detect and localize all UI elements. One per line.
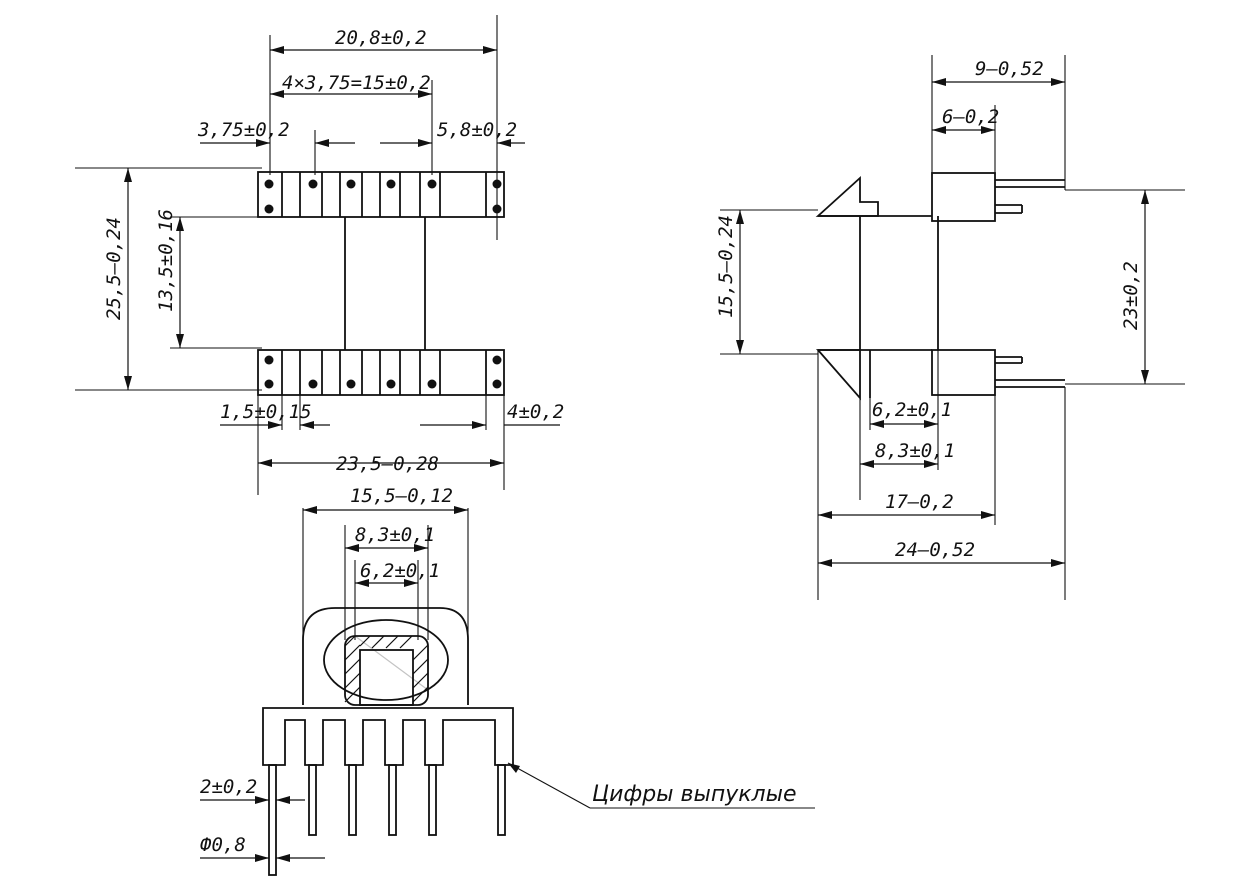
top-view: 20,8±0,2 4×3,75=15±0,2 3,75±0,2 5,8±0,2 … xyxy=(75,15,564,495)
side-view: 9–0,52 6–0,2 15,5–0,24 23±0,2 6,2±0,1 8,… xyxy=(715,55,1185,600)
dim-right-offset: 5,8±0,2 xyxy=(437,119,517,141)
front-pins xyxy=(268,764,506,876)
dim-pin-pitch: 2±0,2 xyxy=(200,776,257,798)
dim-pin-length-total: 9–0,52 xyxy=(975,58,1044,80)
dim-inner-small: 6,2±0,1 xyxy=(872,399,952,421)
pin-dots xyxy=(264,179,502,389)
core-hatching xyxy=(344,635,429,703)
dim-pin-diameter: Ф0,8 xyxy=(200,834,246,856)
dim-core-inner: 6,2±0,1 xyxy=(360,560,440,582)
note-raised-digits: Цифры выпуклые xyxy=(592,782,797,807)
dim-pin-length-short: 6–0,2 xyxy=(942,106,999,128)
dim-overall-depth: 24–0,52 xyxy=(895,539,975,561)
dim-bottom-right-step: 4±0,2 xyxy=(507,401,564,423)
dim-flange-width: 15,5–0,12 xyxy=(350,485,453,507)
dim-height-inner: 13,5±0,16 xyxy=(155,209,177,312)
lower-pin-slots xyxy=(281,350,487,395)
dim-inner-large: 8,3±0,1 xyxy=(875,440,955,462)
dim-body-height: 15,5–0,24 xyxy=(715,215,737,318)
dim-base-length: 23,5–0,28 xyxy=(336,453,439,475)
dim-body-depth: 17–0,2 xyxy=(885,491,954,513)
dim-pin-spacing: 4×3,75=15±0,2 xyxy=(282,72,431,94)
dim-pitch-left: 3,75±0,2 xyxy=(197,119,290,141)
front-view: 15,5–0,12 8,3±0,1 6,2±0,1 2±0,2 Ф0,8 Циф… xyxy=(200,485,815,876)
dim-overall-width: 20,8±0,2 xyxy=(335,27,427,49)
upper-pin-slots xyxy=(281,172,487,217)
dim-bottom-left-step: 1,5±0,15 xyxy=(220,401,312,423)
dim-pin-span: 23±0,2 xyxy=(1120,261,1142,330)
dim-height-outer: 25,5–0,24 xyxy=(103,217,125,320)
dim-core-outer: 8,3±0,1 xyxy=(355,524,435,546)
